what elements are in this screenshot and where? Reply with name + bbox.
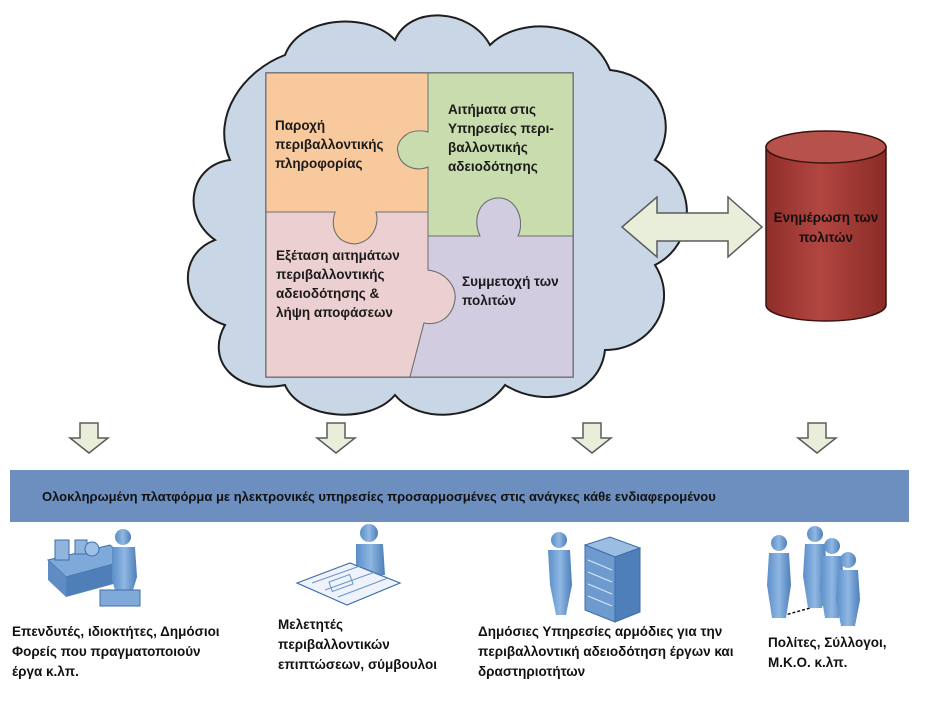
puzzle-label-participation: Συμμετοχή των πολιτών xyxy=(462,274,559,308)
puzzle-piece-participation xyxy=(409,197,574,378)
stakeholder-label-citizens: Πολίτες, Σύλλογοι, Μ.Κ.Ο. κ.λπ. xyxy=(768,635,887,670)
engineer-blueprint-icon xyxy=(295,524,402,606)
server-admin-icon xyxy=(548,532,642,623)
database-cylinder-icon xyxy=(765,130,887,322)
down-arrow-icon xyxy=(67,422,111,454)
down-arrow-icon xyxy=(314,422,358,454)
stakeholder-label-authorities: Δημόσιες Υπηρεσίες αρμόδιες για την περι… xyxy=(478,624,734,679)
platform-banner: Ολοκληρωμένη πλατφόρμα με ηλεκτρονικές υ… xyxy=(10,470,909,522)
platform-label: Ολοκληρωμένη πλατφόρμα με ηλεκτρονικές υ… xyxy=(42,488,716,504)
people-group-icon xyxy=(767,526,861,626)
factory-worker-icon xyxy=(46,529,141,607)
database-label: Ενημέρωση των πολιτών xyxy=(773,210,879,245)
down-arrow-icon xyxy=(795,422,839,454)
double-arrow-icon xyxy=(620,195,764,259)
puzzle-label-applications: Αιτήματα στις Υπηρεσίες περι-βαλλοντικής… xyxy=(448,102,554,174)
puzzle-label-examination: Εξέταση αιτημάτων περιβαλλοντικής αδειοδ… xyxy=(276,248,400,320)
down-arrow-icon xyxy=(570,422,614,454)
stakeholder-label-investors: Επενδυτές, ιδιοκτήτες, Δημόσιοι Φορείς π… xyxy=(12,624,220,679)
stakeholder-label-consultants: Μελετητές περιβαλλοντικών επιπτώσεων, σύ… xyxy=(278,617,437,672)
puzzle-label-provision: Παροχή περιβαλλοντικής πληροφορίας xyxy=(275,118,384,171)
